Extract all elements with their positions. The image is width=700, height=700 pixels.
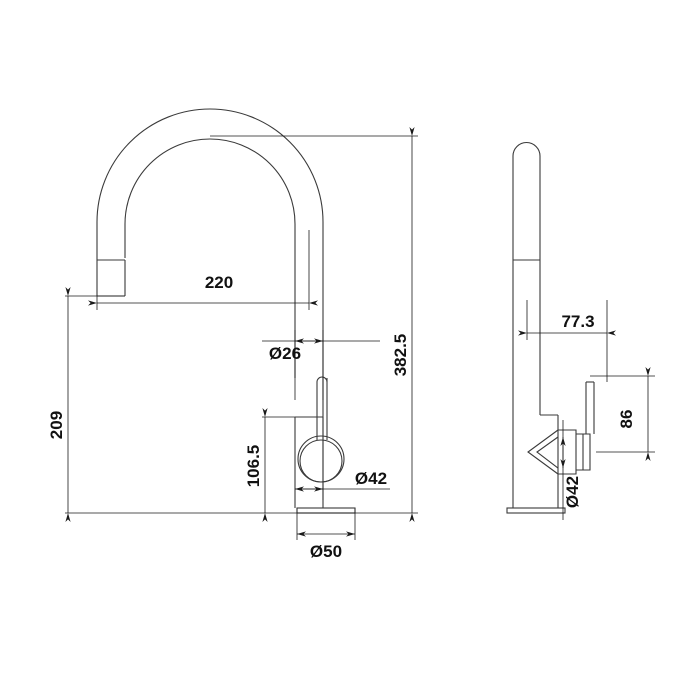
dim-label-handle-height: 86 <box>617 410 636 429</box>
side-view-dimensions <box>518 300 655 520</box>
dim-label-spout-height: 209 <box>47 411 66 439</box>
cartridge-inner-circle <box>299 439 343 483</box>
dim-label-base-diameter: Ø50 <box>310 542 342 561</box>
side-lever-wedge-outer <box>527 429 559 475</box>
dim-label-overall-height: 382.5 <box>391 334 410 377</box>
dim-label-body-height: 106.5 <box>244 445 263 488</box>
lever-stem-cap <box>316 376 328 383</box>
side-base-plate <box>506 507 566 514</box>
spout-inner-profile <box>124 138 296 378</box>
side-lever-wedge-inner <box>536 436 559 469</box>
side-column-profile <box>512 141 541 415</box>
dim-label-handle-projection: 77.3 <box>561 312 594 331</box>
front-view-geometry <box>96 108 345 508</box>
dim-label-body-diameter: Ø42 <box>355 469 387 488</box>
side-view-geometry <box>506 141 595 514</box>
dim-label-spout-reach: 220 <box>205 273 233 292</box>
dim-label-side-body-diameter: Ø42 <box>563 476 582 508</box>
front-view-dimensions <box>65 127 418 540</box>
front-view-base-plate <box>296 507 356 514</box>
spout-outer-profile <box>96 108 324 500</box>
dim-label-tube-diameter: Ø26 <box>269 344 301 363</box>
base-plate-body <box>296 507 356 514</box>
side-lever-collar <box>558 429 577 475</box>
